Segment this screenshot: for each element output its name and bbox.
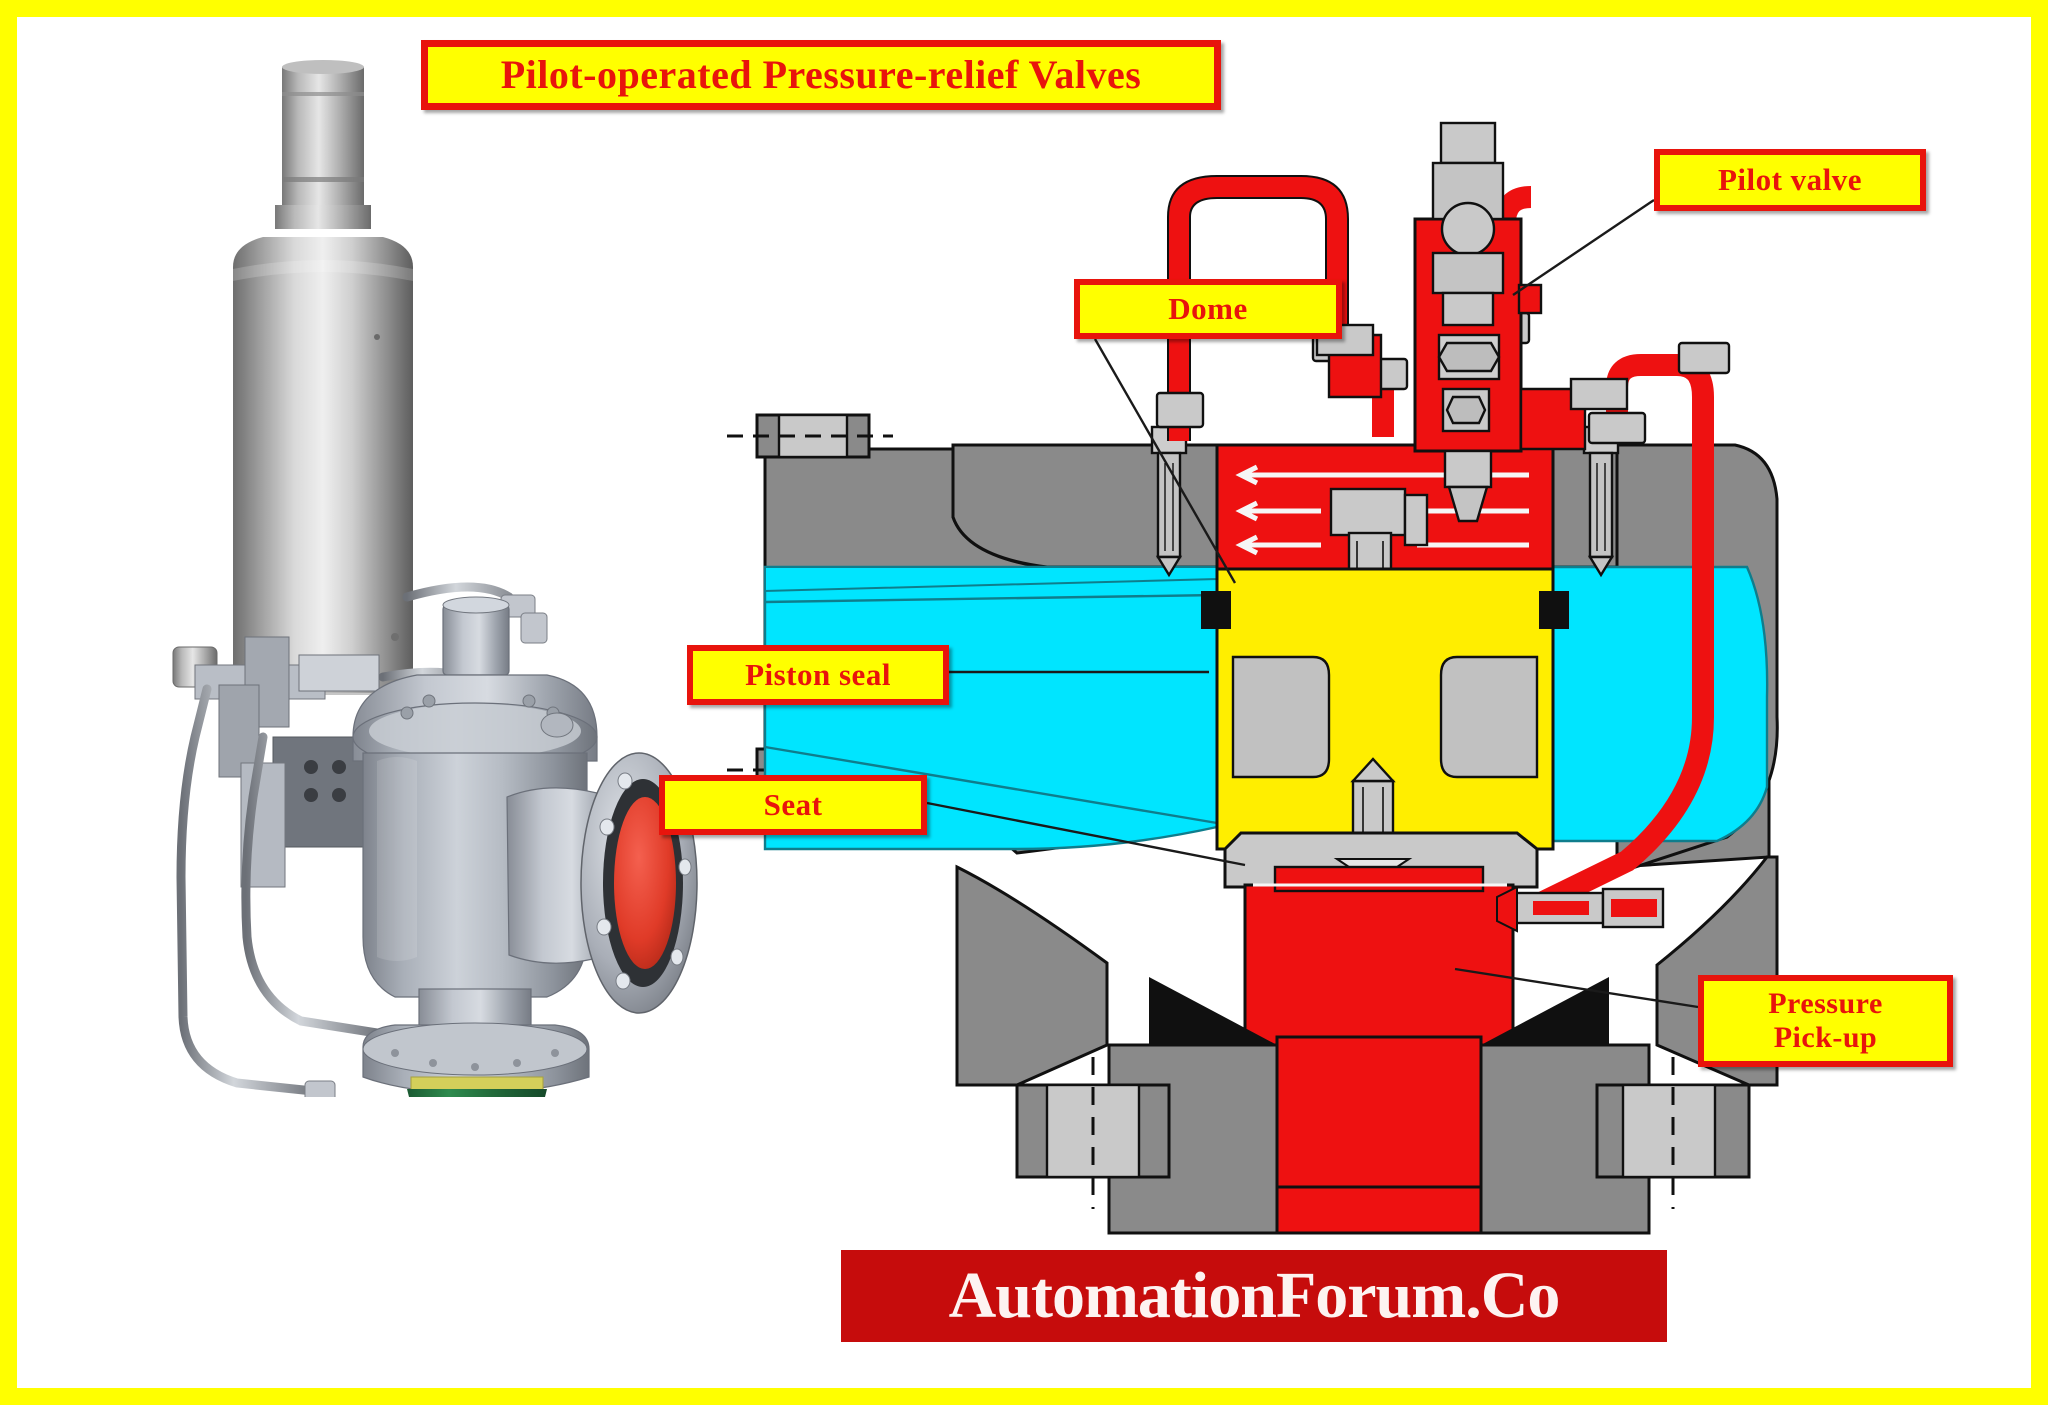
- callout-piston-seal: Piston seal: [687, 645, 949, 705]
- photo-pilot-cylinder: [233, 237, 413, 695]
- section-pressure-pickup-fitting: [1496, 885, 1665, 933]
- callout-pressure-pickup-line2: Pick-up: [1773, 1021, 1878, 1054]
- callout-seat-text: Seat: [763, 786, 823, 822]
- figure-canvas: Pilot-operated Pressure-relief Valves Pi…: [17, 17, 2031, 1388]
- watermark-banner-text: AutomationForum.Co: [948, 1259, 1561, 1332]
- photo-inlet-base: [362, 988, 590, 1097]
- section-pilot-valve: [1315, 121, 1629, 523]
- watermark-banner: AutomationForum.Co: [841, 1250, 1667, 1342]
- callout-pressure-pickup-line1: Pressure: [1768, 987, 1883, 1021]
- section-pilot-tubing-outline: [1167, 175, 1349, 441]
- piston-seal-left: [1201, 591, 1231, 629]
- callout-piston-seal-text: Piston seal: [745, 656, 891, 692]
- callout-seat: Seat: [659, 775, 927, 835]
- callout-dome: Dome: [1074, 279, 1342, 339]
- section-dome-chamber: [1215, 443, 1555, 666]
- callout-pilot-valve: Pilot valve: [1654, 149, 1926, 211]
- callout-pilot-valve-text: Pilot valve: [1717, 161, 1863, 197]
- callout-pressure-pickup: Pressure Pick-up: [1698, 975, 1953, 1067]
- page-title: Pilot-operated Pressure-relief Valves: [421, 40, 1221, 110]
- page-title-text: Pilot-operated Pressure-relief Valves: [500, 51, 1142, 97]
- photo-vent-stack: [275, 60, 371, 229]
- valve-photograph: [172, 60, 698, 1097]
- piston-seal-right: [1539, 591, 1569, 629]
- photo-mounting-bracket: [172, 636, 394, 888]
- callout-dome-text: Dome: [1168, 290, 1248, 326]
- section-piston: [1201, 567, 1569, 859]
- valve-cross-section: [727, 121, 1779, 1235]
